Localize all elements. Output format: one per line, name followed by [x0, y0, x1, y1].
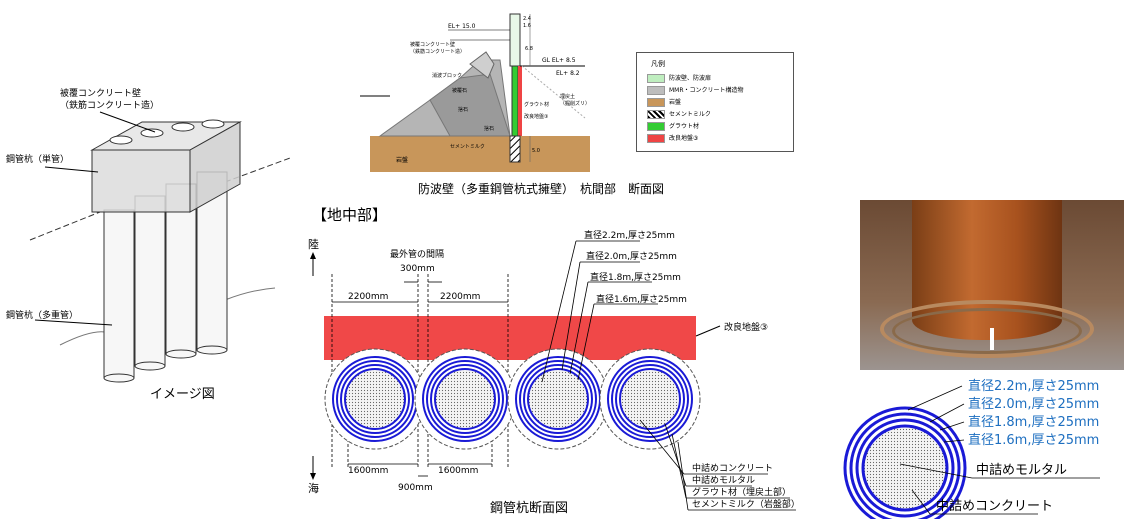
legend-box: 凡例 防波壁、防波扉 MMR・コンクリート構造物 岩盤 セメントミルク グラウト… [636, 52, 794, 152]
pipe-label-2: 直径2.0m,厚さ25mm [586, 250, 677, 262]
bedrock-text: 岩盤 [396, 156, 408, 164]
detail-pipe-label-3: 直径1.8m,厚さ25mm [968, 415, 1099, 430]
legend-items: 防波壁、防波扉 MMR・コンクリート構造物 岩盤 セメントミルク グラウト材 改… [647, 73, 744, 145]
gap-label: 最外管の間隔 [390, 248, 444, 260]
bedrock-layer [370, 136, 590, 172]
inner-left: 1600mm [348, 466, 388, 476]
grout-column [511, 65, 519, 137]
block-text: 消波ブロック [432, 72, 462, 79]
pile-section-drawing: 陸 海 最外管の間隔 300mm 2200mm 2200mm 1600mm 16… [308, 229, 800, 511]
pile-circles [324, 348, 701, 450]
detail-mortar-label: 中詰めモルタル [976, 462, 1067, 478]
improved-label: 改良地盤③ [724, 321, 768, 333]
cement-milk-column [509, 135, 521, 163]
gap-value: 300mm [400, 264, 435, 274]
el-mid-text: EL+ 8.2 [556, 70, 580, 77]
pile-1 [324, 348, 426, 450]
image-diagram [29, 111, 291, 383]
concrete-wall-box [90, 119, 242, 213]
pile-section-caption: 鋼管杭断面図 [490, 501, 569, 516]
legend-item-wall: 防波壁、防波扉 [647, 73, 744, 85]
seabed-line-right [224, 287, 276, 301]
pile-photo [860, 200, 1124, 370]
wall-note-1: 被覆コンクリート壁 [410, 41, 455, 48]
detail-concrete-label: 中詰めコンクリート [936, 498, 1053, 514]
wall-note-2: （鉄筋コンクリート造） [410, 48, 465, 55]
improved-text: 改良地盤③ [524, 113, 548, 120]
dim-d-text: 5.0 [532, 148, 540, 154]
pitch-text: 900mm [398, 483, 433, 493]
photo-ring-inner [892, 308, 1082, 354]
legend-title: 凡例 [651, 60, 665, 68]
multi-pile-leader [34, 319, 113, 326]
wall-label: 被覆コンクリート壁 （鉄筋コンクリート造） [60, 89, 160, 111]
stone1-text: 被覆石 [452, 87, 467, 94]
image-caption: イメージ図 [150, 387, 215, 402]
detail-pipe-label-4: 直径1.6m,厚さ25mm [968, 433, 1099, 448]
pile-2 [414, 348, 516, 450]
pile-detail-drawing: 直径2.2m,厚さ25mm 直径2.0m,厚さ25mm 直径1.8m,厚さ25m… [843, 379, 1100, 519]
improved-leader [695, 325, 721, 337]
sea-text: 海 [308, 481, 319, 495]
wall-upper [509, 13, 521, 67]
backfill-slope [521, 65, 586, 119]
land-text: 陸 [308, 238, 319, 251]
el-top-text: EL+ 15.0 [448, 23, 476, 30]
gl-text: GL EL+ 8.5 [542, 57, 576, 64]
ground-line-left [29, 211, 101, 241]
single-pile-label: 鋼管杭（単管） [6, 155, 70, 165]
cement-text: セメントミルク [450, 144, 485, 150]
inner-right: 1600mm [438, 466, 478, 476]
legend-item-mmr: MMR・コンクリート構造物 [647, 85, 744, 97]
legend-item-improved: 改良地盤③ [647, 133, 744, 145]
dim-b-text: 1.6 [523, 23, 531, 29]
fill-label-3: グラウト材（埋戻土部） [692, 486, 791, 498]
backfill-text-1: 埋戻土 [560, 93, 575, 100]
detail-pipe-label-2: 直径2.0m,厚さ25mm [968, 397, 1099, 412]
width-dims [332, 281, 508, 477]
seabed-line [59, 331, 106, 346]
section-caption: 防波壁（多重鋼管杭式擁壁） 杭間部 断面図 [418, 182, 665, 196]
fill-label-4: セメントミルク（岩盤部） [692, 498, 800, 510]
legend-item-grout: グラウト材 [647, 121, 744, 133]
legend-item-cement: セメントミルク [647, 109, 744, 121]
backfill-text-2: （掘削ズリ） [560, 100, 590, 107]
pipe-label-1: 直径2.2m,厚さ25mm [584, 229, 675, 241]
dim-a-text: 2.4 [523, 16, 531, 22]
cross-section-drawing: EL+ 15.0 2.4 1.6 6.8 5.0 GL EL+ 8.5 EL+ … [360, 13, 590, 172]
multi-pile-label: 鋼管杭（多重管） [6, 311, 79, 321]
dim-c-text: 6.8 [525, 46, 533, 52]
armor-stone [429, 73, 511, 137]
wave-block [469, 51, 495, 79]
fill-label-2: 中詰めモルタル [692, 474, 755, 486]
stone3-text: 捨石 [484, 125, 494, 132]
pipe-label-3: 直径1.8m,厚さ25mm [590, 271, 681, 283]
detail-pipe-label-1: 直径2.2m,厚さ25mm [968, 379, 1099, 394]
stone2-text: 捨石 [458, 106, 468, 113]
pile-4 [599, 348, 701, 450]
pile-3 [507, 348, 609, 450]
grout-text: グラウト材 [524, 101, 549, 108]
width-left: 2200mm [348, 292, 388, 302]
detail-circle [843, 406, 967, 519]
pipe-leaders [541, 240, 796, 511]
legend-item-bedrock: 岩盤 [647, 97, 744, 109]
photo-ring-outer [880, 300, 1094, 358]
wall-leader [99, 111, 156, 133]
fill-label-1: 中詰めコンクリート [692, 462, 773, 474]
underground-heading: 【地中部】 [312, 206, 388, 224]
pipe-label-4: 直径1.6m,厚さ25mm [596, 293, 687, 305]
improved-ground-strip [518, 66, 522, 136]
width-right: 2200mm [440, 292, 480, 302]
photo-marker [990, 328, 994, 350]
detail-leaders [899, 385, 1100, 515]
single-pile-leader [44, 166, 99, 173]
land-arrowhead [310, 252, 316, 259]
sea-arrowhead [310, 473, 316, 480]
